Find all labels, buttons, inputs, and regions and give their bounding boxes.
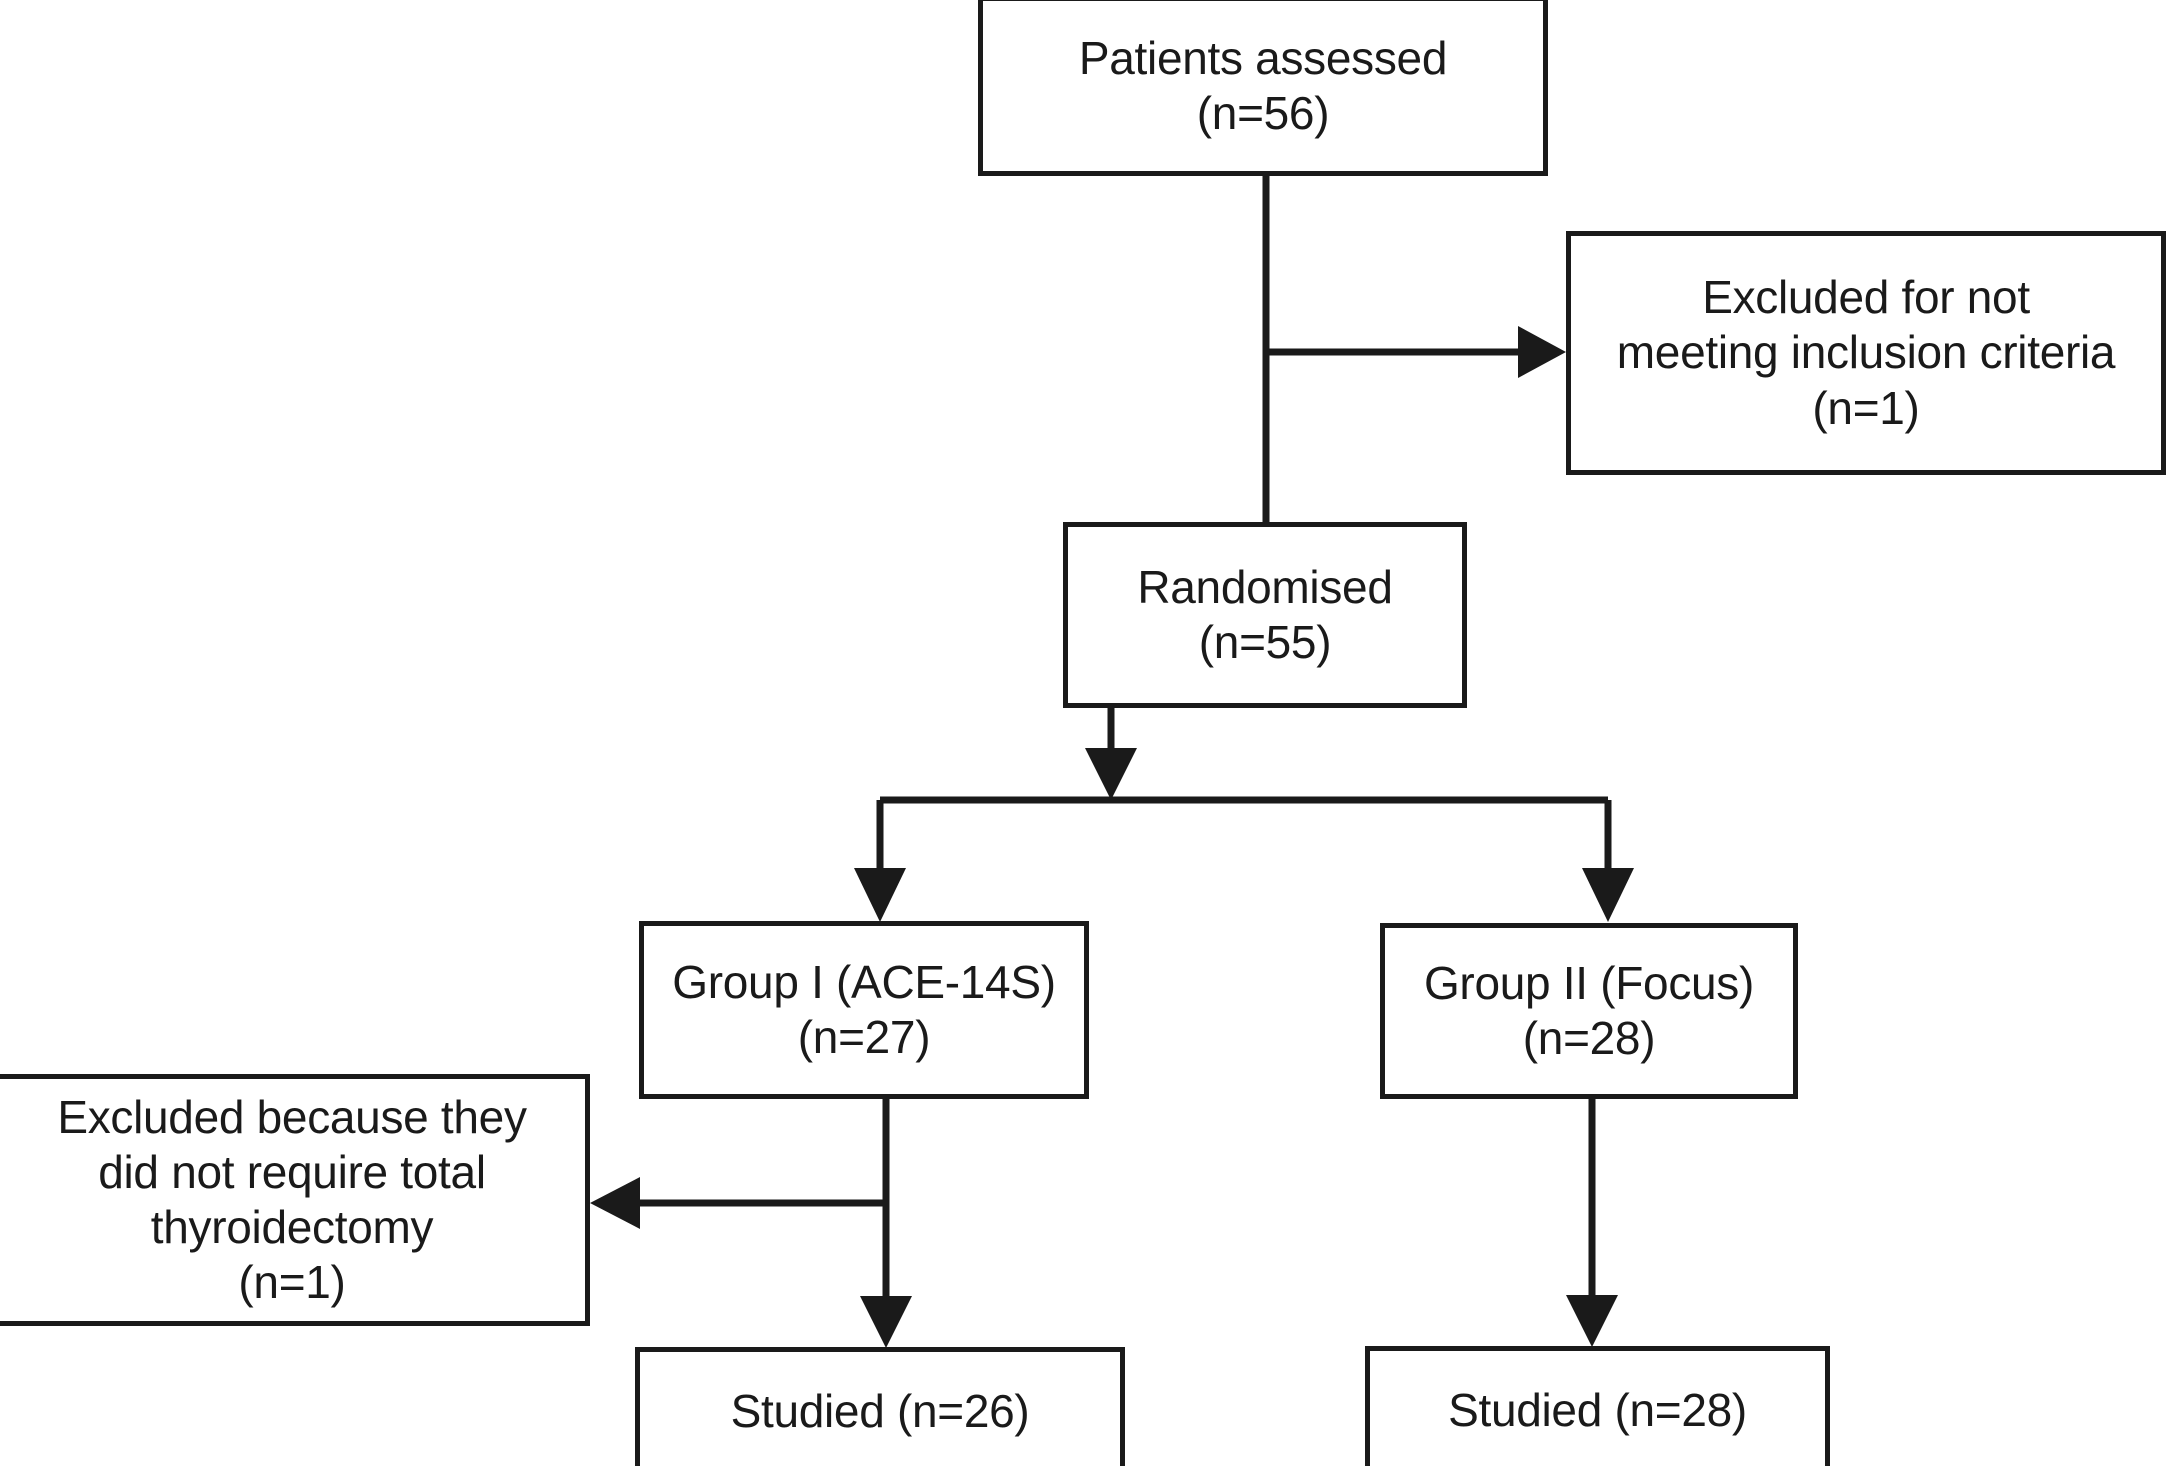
arrowhead-randomised-split — [1085, 748, 1137, 800]
arrowhead-group-ii — [1582, 868, 1634, 922]
node-randomised[interactable]: Randomised (n=55) — [1063, 522, 1467, 708]
node-excluded-not-require-total-thyroidectomy[interactable]: Excluded because they did not require to… — [0, 1074, 590, 1326]
arrowhead-excluded-thyroidectomy — [590, 1177, 640, 1229]
arrowhead-studied-ii — [1566, 1295, 1618, 1347]
arrowhead-group-i — [854, 868, 906, 922]
node-group-i-ace-14s[interactable]: Group I (ACE-14S) (n=27) — [639, 921, 1089, 1099]
node-patients-assessed[interactable]: Patients assessed (n=56) — [978, 0, 1548, 176]
node-group-ii-focus[interactable]: Group II (Focus) (n=28) — [1380, 923, 1798, 1099]
arrowhead-studied-i — [860, 1296, 912, 1348]
node-excluded-not-meeting-inclusion-criteria[interactable]: Excluded for not meeting inclusion crite… — [1566, 231, 2166, 475]
arrowhead-excluded-inclusion — [1518, 326, 1566, 378]
node-studied-group-i[interactable]: Studied (n=26) — [635, 1347, 1125, 1466]
node-studied-group-ii[interactable]: Studied (n=28) — [1365, 1346, 1830, 1466]
